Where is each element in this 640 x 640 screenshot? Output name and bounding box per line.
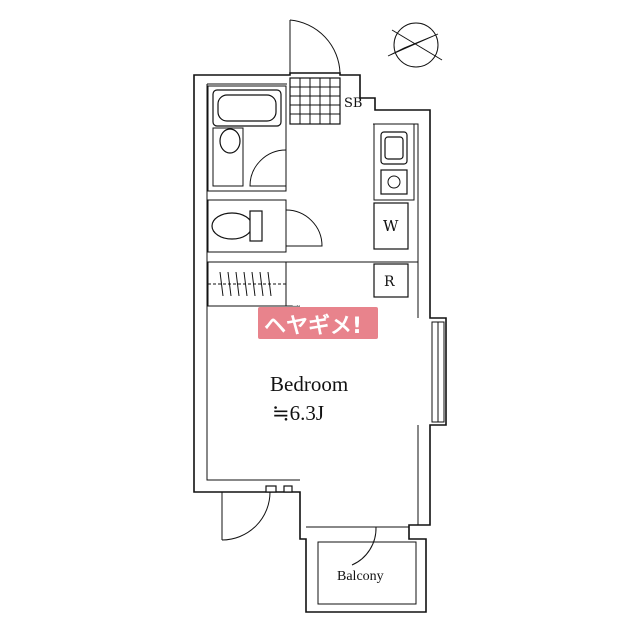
bedroom-area: ≒6.3J	[272, 401, 324, 425]
fridge-space	[373, 263, 409, 298]
washer-space	[373, 202, 409, 250]
shoe-box-label: SB	[344, 96, 362, 111]
bedroom-label: Bedroom	[270, 372, 348, 396]
washer-label: W	[383, 217, 399, 235]
kitchen-counter	[373, 123, 415, 201]
svg-text:L.CAFE: L.CAFE	[292, 299, 323, 308]
exterior-wall	[193, 72, 447, 613]
svg-text:ヘヤギメ!: ヘヤギメ!	[264, 314, 362, 339]
shoe-box	[289, 77, 341, 125]
toilet	[207, 199, 323, 253]
entrance-door	[289, 19, 341, 75]
lower-door	[221, 485, 293, 541]
compass-icon	[387, 22, 443, 68]
fridge-label: R	[384, 274, 395, 290]
closet	[207, 261, 287, 307]
balcony-door	[306, 526, 409, 566]
watermark-logo: L.CAFE ヘヤギメ!	[258, 299, 378, 339]
hall-division	[286, 261, 418, 307]
balcony	[317, 541, 417, 605]
interior-wall-line	[206, 83, 419, 526]
balcony-label: Balcony	[337, 569, 384, 584]
bathroom	[207, 85, 287, 192]
bay-window	[431, 321, 445, 423]
